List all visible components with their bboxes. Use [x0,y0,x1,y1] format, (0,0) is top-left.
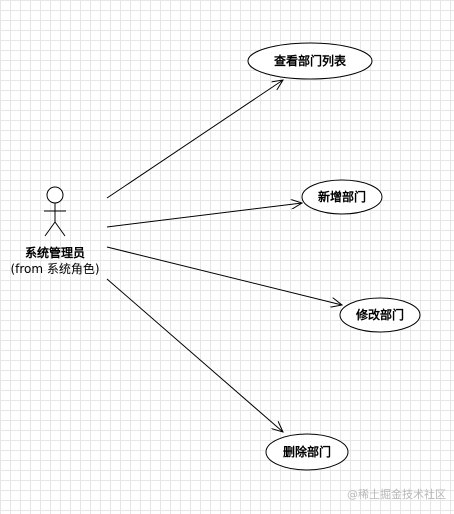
use-case-add-department[interactable]: 新增部门 [301,179,383,215]
watermark-text: @稀土掘金技术社区 [347,488,446,501]
association-line-view-list [106,80,283,199]
use-case-label: 新增部门 [318,189,366,204]
use-case-edit-department[interactable]: 修改部门 [339,297,421,333]
use-case-delete-department[interactable]: 删除部门 [265,433,349,471]
actor-figure-icon [44,186,66,237]
use-case-label: 修改部门 [355,307,404,322]
use-case-label: 删除部门 [283,444,331,459]
association-line-edit [106,246,342,305]
actor-name: 系统管理员 [25,245,85,260]
use-case-label: 查看部门列表 [273,53,347,68]
association-line-delete [106,278,283,432]
association-line-add [106,203,302,228]
use-case-view-department-list[interactable]: 查看部门列表 [247,42,373,80]
actor-origin: (from 系统角色) [10,262,99,276]
